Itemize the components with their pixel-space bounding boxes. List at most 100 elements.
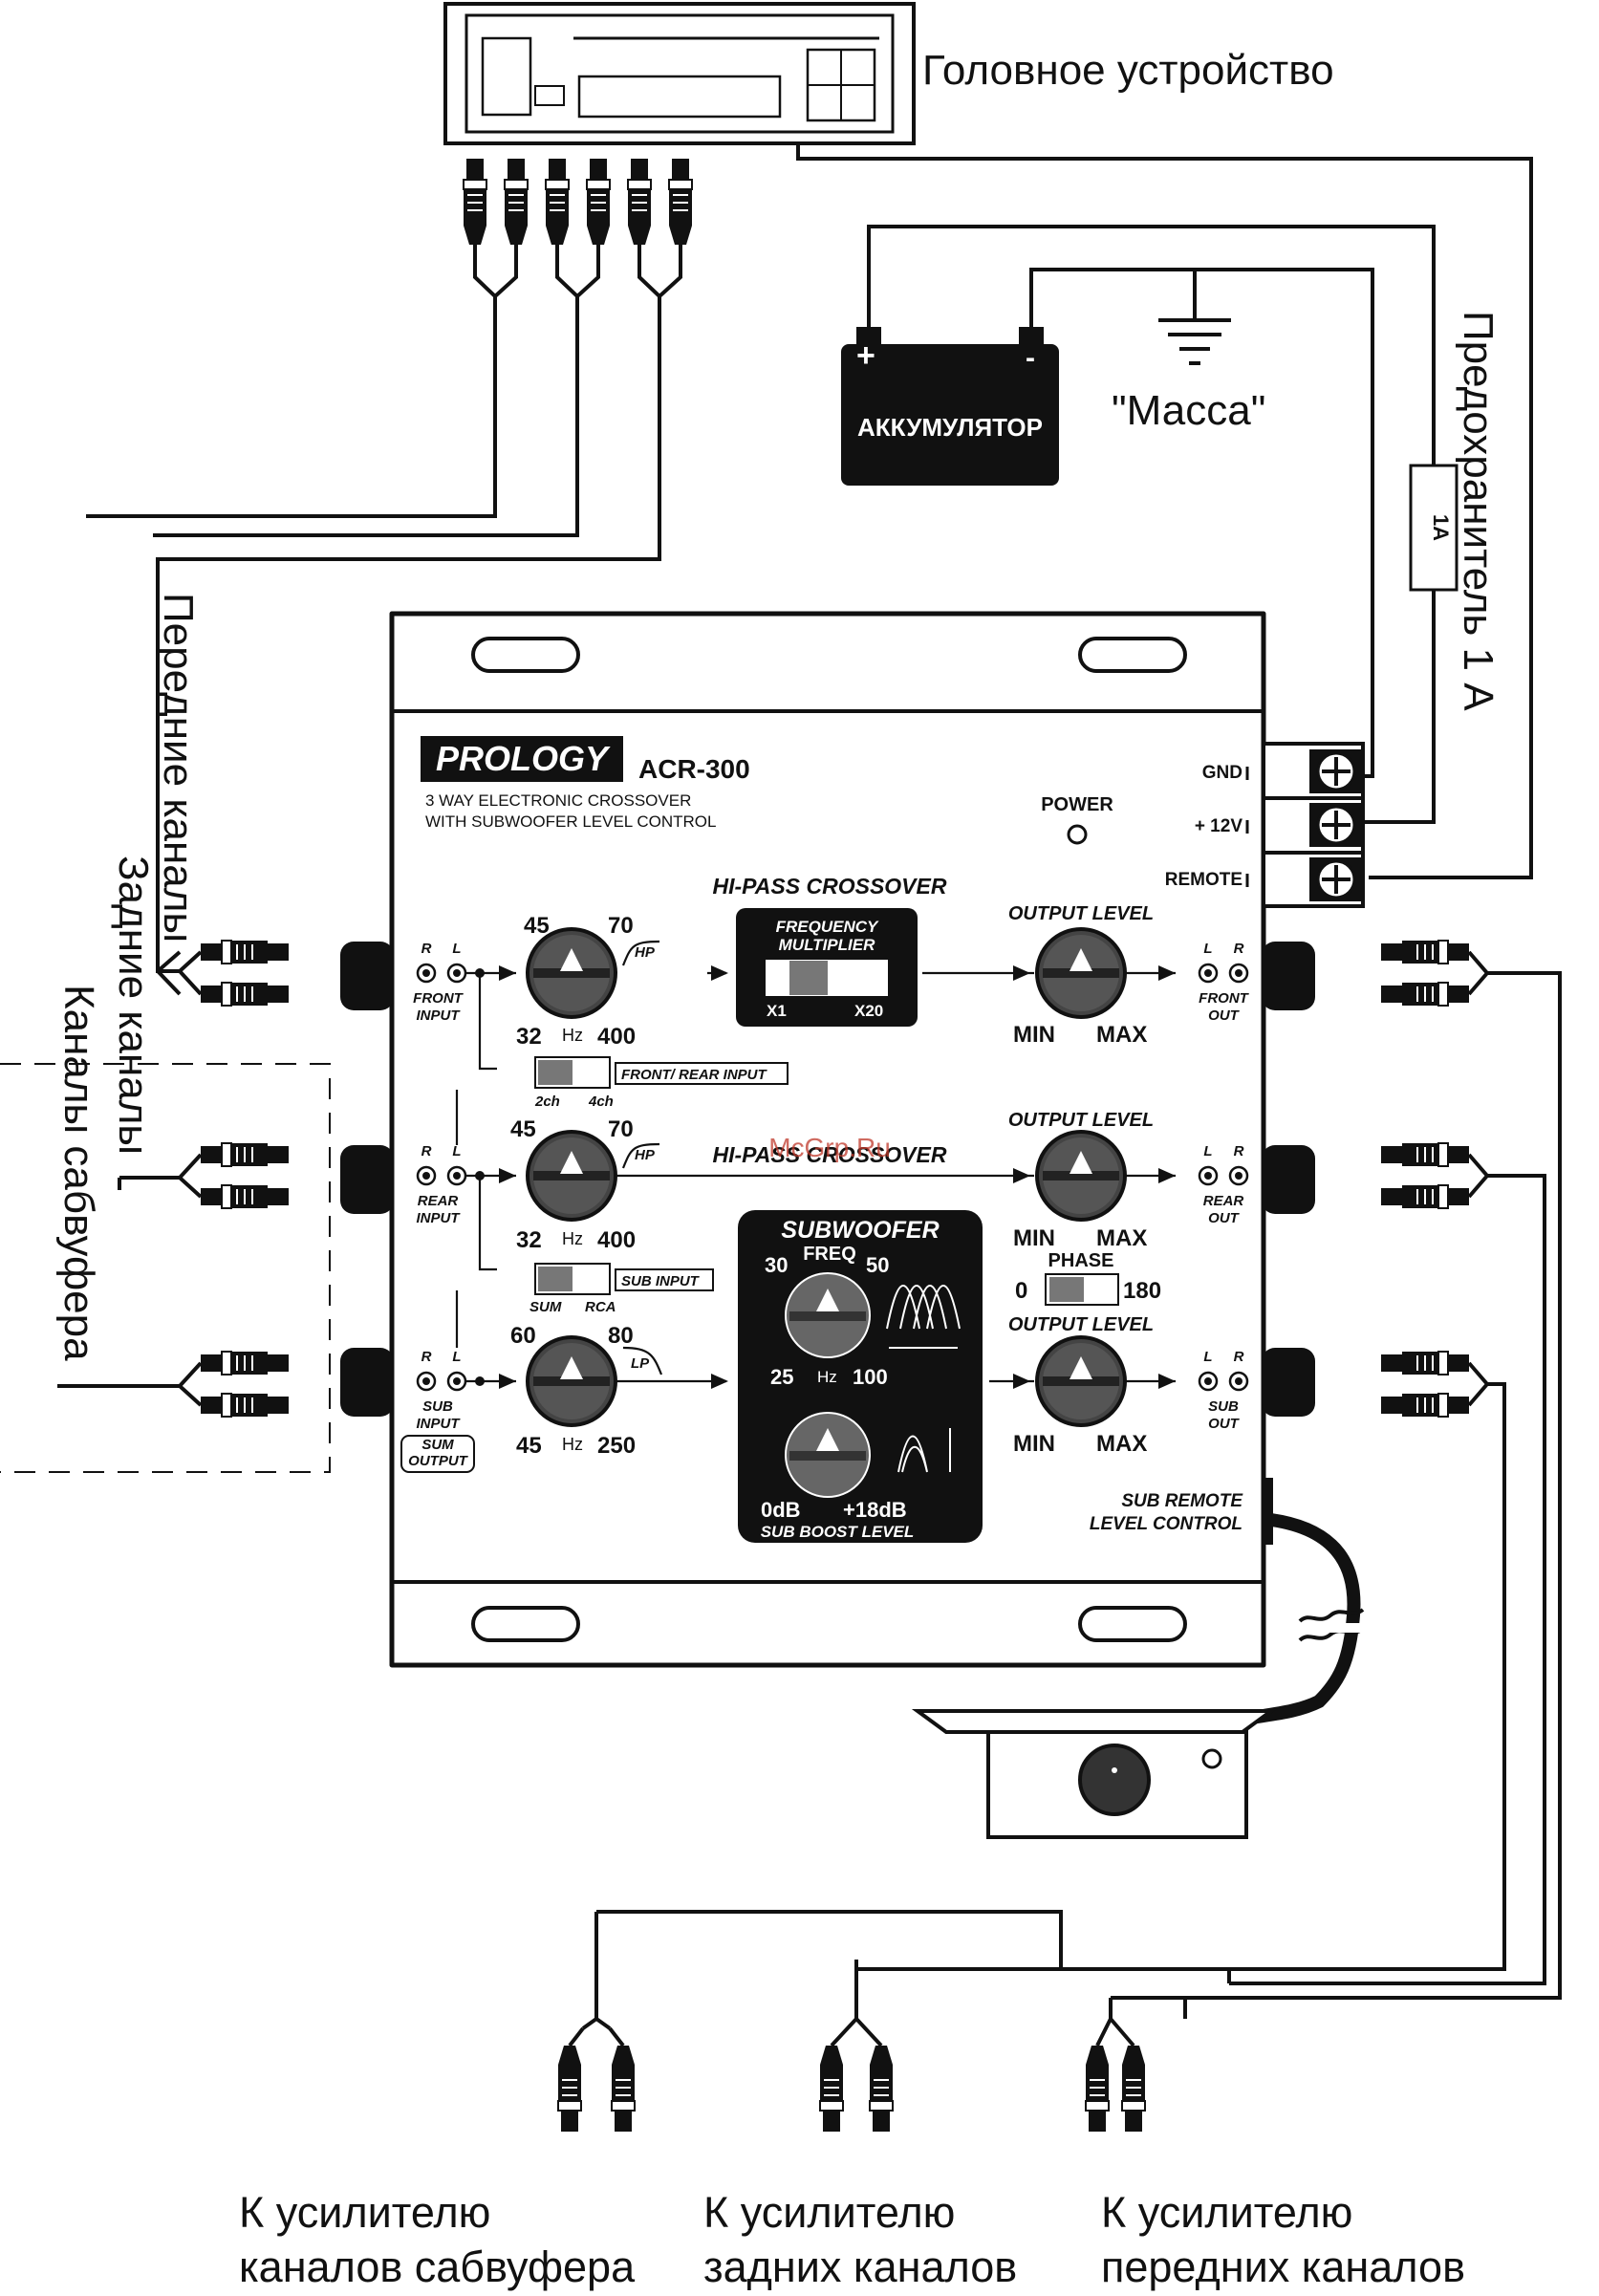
battery-label: АККУМУЛЯТОР [857,413,1043,442]
subwoofer-title: SUBWOOFER [781,1217,939,1244]
front-out-label: OUT [1208,1007,1241,1024]
output-level-label: OUTPUT LEVEL [1008,903,1154,924]
brand-logo [421,736,623,782]
jack-l-label: L [1203,1349,1212,1365]
sub-boost-label: SUB BOOST LEVEL [761,1523,915,1541]
front-channels-label: Передние каналы [155,593,202,942]
knob-tick: 70 [608,913,634,939]
knob-tick: 100 [853,1365,888,1389]
svg-text:-: - [1026,342,1035,374]
terminal-block [1262,742,1365,908]
x1-label: X1 [767,1002,787,1020]
freq-label: FREQ [803,1244,856,1265]
front-input-label: INPUT [417,1007,462,1024]
model-name: ACR-300 [638,754,750,784]
sum-output-label: OUTPUT [408,1453,469,1469]
power-led [1067,824,1088,845]
jack-l-label: L [1203,1143,1212,1159]
bottom-rca-plugs [557,2045,1146,2133]
to-rear-amp-label: задних каналов [703,2242,1017,2291]
brand-name: PROLOGY [436,739,611,778]
frequency-multiplier-switch[interactable]: FREQUENCY MULTIPLIER X1 X20 [736,908,918,1027]
rear-hp-knob[interactable] [526,1130,617,1222]
sub-output-knob[interactable] [1035,1335,1127,1427]
rear-channels-label: Задние каналы [110,856,157,1155]
jack-l-label: L [452,1143,461,1159]
terminal-gnd: GND [1202,763,1242,783]
phase-switch[interactable] [1045,1273,1119,1306]
terminal-12v: + 12V [1195,816,1243,836]
rear-input-label: REAR [418,1193,459,1209]
sub-channels-label: Каналы сабвуфера [55,985,102,1361]
front-hp-knob[interactable] [526,927,617,1019]
jack-r-label: R [421,1143,432,1159]
jack-r-label: R [1234,1143,1244,1159]
max-label: MAX [1096,1225,1147,1251]
knob-tick: 250 [597,1433,636,1459]
ground-symbol [1158,270,1231,365]
rear-output-knob[interactable] [1035,1130,1127,1222]
sub-out-label: SUB [1208,1398,1239,1415]
jack-r-label: R [421,941,432,957]
jack-l-label: L [452,941,461,957]
knob-tick: 25 [770,1365,793,1389]
phase-label: PHASE [1048,1250,1114,1271]
jack-r-label: R [1234,1349,1244,1365]
sub-input-switch[interactable] [534,1263,611,1295]
max-label: MAX [1096,1431,1147,1457]
rear-out-label: OUT [1208,1210,1241,1226]
power-label: POWER [1041,794,1113,815]
knob-tick: 32 [516,1227,542,1253]
to-sub-amp-label: К усилителю [239,2188,490,2237]
knob-tick: 32 [516,1024,542,1050]
knob-tick: 60 [510,1323,536,1349]
knob-tick: 30 [765,1253,788,1277]
sub-input-switch-label: SUB INPUT [621,1273,701,1289]
head-unit-label: Головное устройство [922,47,1334,94]
sub-out-label: OUT [1208,1416,1241,1432]
svg-text:+: + [856,337,875,374]
desc-line-2: WITH SUBWOOFER LEVEL CONTROL [425,812,716,831]
knob-tick: 70 [608,1116,634,1142]
rear-input-label: INPUT [417,1210,462,1226]
fuse: 1А [1409,464,1459,592]
min-label: MIN [1013,1431,1055,1457]
freq-mult-label: FREQUENCY [776,918,879,936]
hi-pass-header: HI-PASS CROSSOVER [713,1142,947,1167]
front-output-knob[interactable] [1035,927,1127,1019]
front-rear-input-switch[interactable] [534,1056,611,1089]
knob-tick: 45 [524,913,550,939]
4ch-label: 4ch [588,1094,614,1110]
rca-label: RCA [585,1299,616,1315]
sub-lp-knob[interactable] [526,1335,617,1427]
boost-min: 0dB [761,1498,801,1522]
knob-tick: 400 [597,1024,636,1050]
x20-label: X20 [854,1002,883,1020]
right-rca-plugs [1380,940,1470,1418]
lp-badge: LP [631,1355,650,1372]
fuse-label: Предохранитель 1 А [1455,311,1502,711]
sub-level-remote[interactable] [911,1709,1278,1839]
hp-badge: HP [635,944,656,961]
jack-l-label: L [1203,941,1212,957]
sub-input-label: SUB [422,1398,453,1415]
ground-label: "Масса" [1112,387,1265,434]
head-unit-rca-plugs [463,158,693,246]
hz-label: Hz [562,1026,583,1045]
boost-max: +18dB [843,1498,907,1522]
left-rca-plugs [200,940,290,1418]
hz-label: Hz [817,1368,837,1386]
knob-tick: 45 [516,1433,542,1459]
hp-badge: HP [635,1147,656,1163]
head-unit [443,2,916,145]
freq-mult-label: MULTIPLIER [779,936,875,954]
jack-r-label: R [421,1349,432,1365]
hz-label: Hz [562,1229,583,1248]
jack-r-label: R [1234,941,1244,957]
phase-0: 0 [1015,1278,1027,1304]
knob-tick: 80 [608,1323,634,1349]
min-label: MIN [1013,1022,1055,1048]
to-front-amp-label: передних каналов [1101,2242,1465,2291]
knob-tick: 50 [866,1253,889,1277]
